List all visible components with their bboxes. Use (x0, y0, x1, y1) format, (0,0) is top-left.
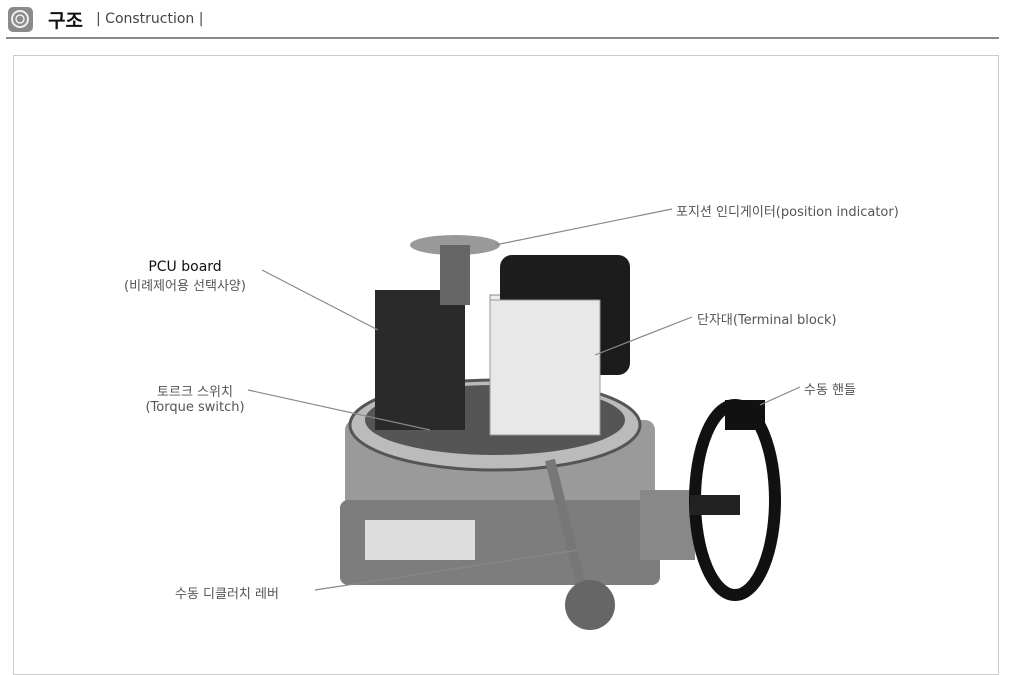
label-torque-switch-ko: 토르크 스위치 (157, 385, 233, 400)
label-manual-handle: 수동 핸들 (804, 383, 856, 398)
label-clutch-lever: 수동 디클러치 레버 (175, 587, 279, 602)
label-pcu-board: PCU board (148, 259, 222, 275)
gear-icon (8, 7, 33, 32)
label-terminal-block: 단자대(Terminal block) (697, 313, 837, 328)
page-subtitle: | Construction | (96, 11, 204, 27)
page-title: 구조 (48, 10, 83, 32)
leader-lines (247, 208, 801, 591)
label-torque-switch-en: (Torque switch) (145, 400, 245, 415)
label-position-indicator: 포지션 인디게이터(position indicator) (676, 205, 899, 220)
label-pcu-board-note: (비례제어용 선택사양) (124, 279, 246, 294)
header-divider (6, 37, 999, 39)
actuator-body (340, 235, 781, 630)
section-header: 구조 | Construction | (0, 0, 1009, 40)
